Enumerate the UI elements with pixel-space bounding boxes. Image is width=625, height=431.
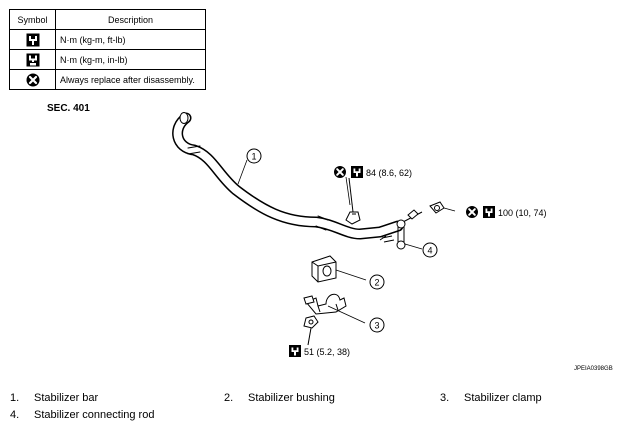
legend-description: Always replace after disassembly. — [55, 69, 206, 90]
part-name: Stabilizer connecting rod — [34, 409, 155, 421]
torque-value-upper: 84 (8.6, 62) — [366, 168, 413, 178]
svg-text:4: 4 — [427, 246, 432, 256]
always-replace-icon — [333, 165, 347, 179]
part-name: Stabilizer bar — [34, 392, 99, 404]
stabilizer-bushing — [311, 255, 337, 283]
svg-text:3: 3 — [374, 321, 379, 331]
legend-row: Always replace after disassembly. — [9, 69, 206, 90]
torque-wrench-icon — [483, 206, 495, 218]
stabilizer-connecting-rod — [379, 201, 445, 250]
section-label: SEC. 401 — [47, 103, 90, 114]
legend-symbol-cell — [9, 29, 56, 50]
upper-nut — [345, 177, 361, 225]
stabilizer-clamp — [303, 293, 347, 315]
symbol-legend-table: Symbol Description N·m (kg-m, ft-lb) N·m… — [9, 9, 206, 90]
always-replace-icon — [26, 73, 39, 86]
torque-wrench-inlb-icon — [26, 53, 39, 66]
torque-value-right: 100 (10, 74) — [498, 208, 547, 218]
part-name: Stabilizer bushing — [248, 392, 335, 404]
svg-text:2: 2 — [374, 278, 379, 288]
torque-wrench-icon — [351, 166, 363, 178]
part-number: 2. — [224, 392, 234, 404]
torque-wrench-icon — [26, 33, 39, 46]
callout-1: 1 — [246, 148, 262, 164]
always-replace-icon — [465, 205, 479, 219]
leader-lines — [237, 159, 456, 324]
part-item: 1. Stabilizer bar — [10, 392, 98, 404]
torque-value-lower: 51 (5.2, 38) — [304, 347, 351, 357]
part-number: 4. — [10, 409, 20, 421]
part-item: 3. Stabilizer clamp — [440, 392, 542, 404]
part-number: 3. — [440, 392, 450, 404]
part-item: 4. Stabilizer connecting rod — [10, 409, 154, 421]
legend-header-row: Symbol Description — [9, 9, 206, 30]
part-name: Stabilizer clamp — [464, 392, 542, 404]
legend-row: N·m (kg-m, ft-lb) — [9, 29, 206, 50]
lower-nut — [303, 315, 319, 346]
part-number: 1. — [10, 392, 20, 404]
reference-code: JPEIA0398GB — [574, 366, 613, 372]
part-item: 2. Stabilizer bushing — [224, 392, 335, 404]
stabilizer-bar — [172, 112, 404, 240]
callout-4: 4 — [422, 242, 438, 258]
callout-3: 3 — [369, 317, 385, 333]
callout-2: 2 — [369, 274, 385, 290]
svg-text:1: 1 — [251, 152, 256, 162]
torque-wrench-icon — [289, 345, 301, 357]
